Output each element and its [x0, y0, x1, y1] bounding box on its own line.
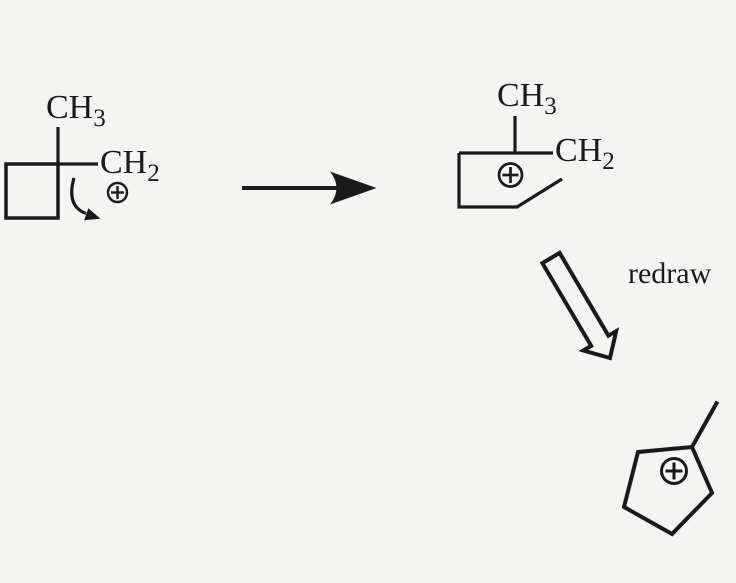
reactant-structure [4, 127, 129, 221]
cyclopentane-ring [621, 444, 715, 537]
reactant-methyl-label: CH3 [46, 89, 106, 132]
product-structure [621, 400, 720, 537]
plus-charge-icon [106, 181, 129, 204]
intermediate-methylene-label: CH2 [555, 132, 615, 175]
methyl-bond [690, 400, 720, 448]
intermediate-structure [457, 116, 563, 209]
redraw-arrow-icon [539, 250, 620, 361]
reactant-methylene-label: CH2 [100, 144, 160, 187]
cyclobutane-ring [4, 162, 60, 220]
plus-charge-icon [660, 457, 688, 485]
redraw-label: redraw [628, 257, 712, 290]
intermediate-methyl-label: CH3 [497, 77, 557, 120]
reaction-arrow-icon [242, 171, 377, 205]
plus-charge-icon [497, 162, 524, 188]
mechanism-curved-arrow-icon [70, 177, 101, 221]
open-ring-bonds [457, 153, 563, 209]
